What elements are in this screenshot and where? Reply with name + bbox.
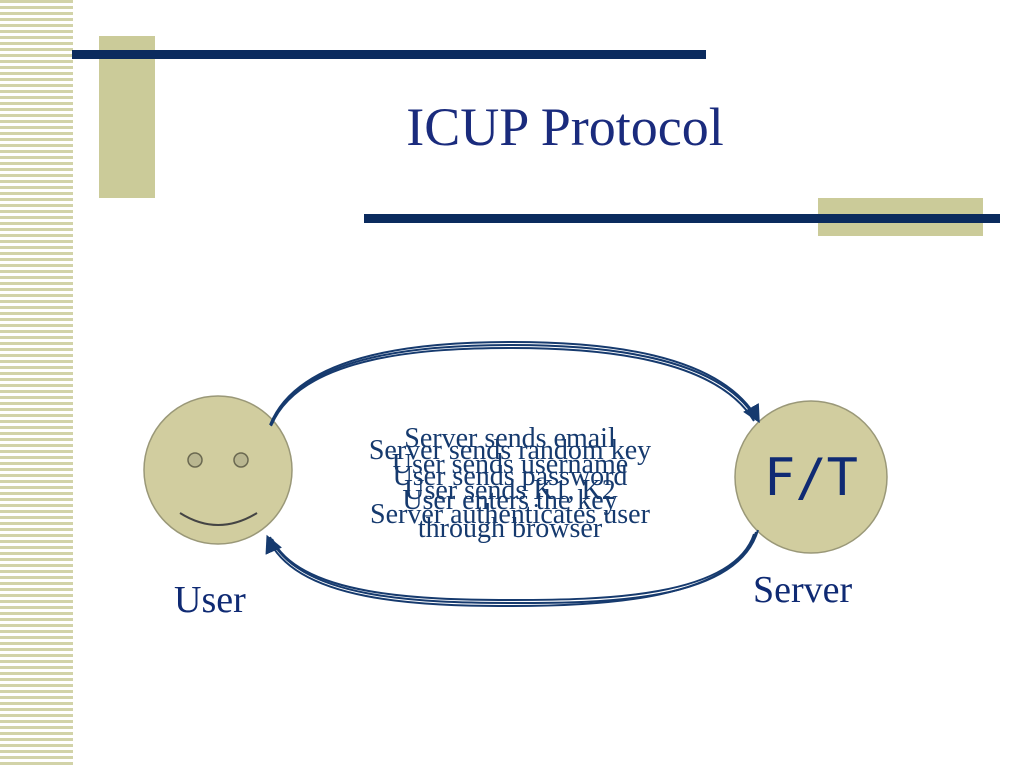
message-text: Server sends email: [404, 423, 616, 454]
message-text: User enters the key: [402, 485, 618, 516]
message-text: User sends username: [391, 449, 629, 480]
message-text: Server sends random key: [368, 435, 652, 466]
page-title: ICUP Protocol: [406, 97, 724, 157]
user-label: User: [174, 579, 246, 621]
smile-icon: [179, 512, 258, 526]
message-text: Server authenticates user: [370, 499, 650, 530]
bottom-rule: [364, 214, 1000, 223]
request-arrows: [269, 340, 760, 427]
right-eye-icon: [233, 452, 249, 468]
decorative-stripe-bar: [0, 0, 73, 768]
message-text: through browser: [417, 513, 603, 544]
message-text: User sends password: [392, 461, 628, 492]
overlapping-message-stack: Server sends email Server sends random k…: [360, 418, 660, 558]
top-rule: [72, 50, 706, 59]
server-node: [734, 400, 888, 554]
left-accent-block: [99, 36, 155, 198]
left-eye-icon: [187, 452, 203, 468]
user-avatar: [143, 395, 293, 545]
response-arrows: [265, 529, 759, 608]
message-text: User sends K1, K2: [404, 475, 616, 506]
server-badge: F/T: [764, 448, 858, 508]
server-label: Server: [753, 569, 853, 611]
